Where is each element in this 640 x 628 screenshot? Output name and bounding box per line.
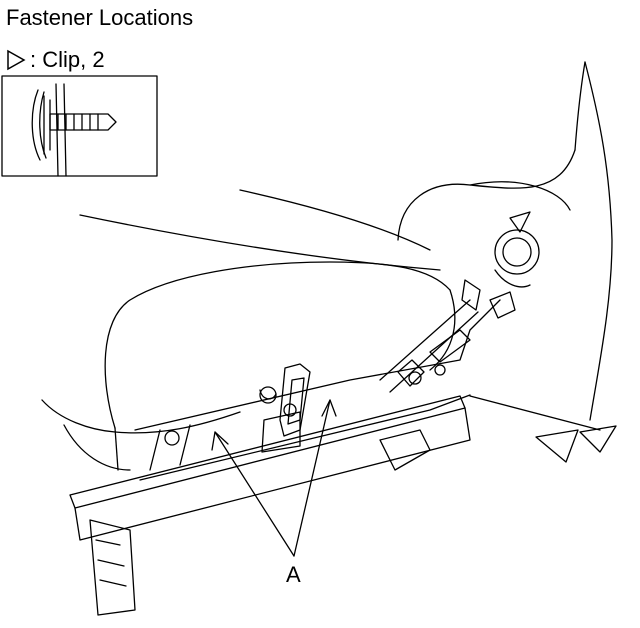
seat-rail	[69, 395, 601, 616]
legend-label: : Clip, 2	[30, 47, 105, 72]
clip-marker-1-icon	[535, 429, 579, 463]
seat-lever	[261, 363, 311, 453]
callout-a-leaders	[211, 399, 337, 557]
page-title: Fastener Locations	[6, 5, 194, 30]
clip-marker-2-icon	[579, 425, 617, 453]
triangle-outline-icon	[7, 49, 26, 71]
seatback-outline	[239, 61, 613, 421]
seat-cushion-outline	[41, 214, 456, 471]
clip-detail-inset	[1, 75, 158, 177]
callout-label-a: A	[286, 562, 301, 587]
clip-markers	[535, 425, 617, 463]
seat-side-frame	[134, 279, 516, 481]
legend: : Clip, 2	[6, 46, 105, 74]
clip-detail-icon	[31, 83, 117, 177]
recliner-knob	[494, 211, 540, 288]
